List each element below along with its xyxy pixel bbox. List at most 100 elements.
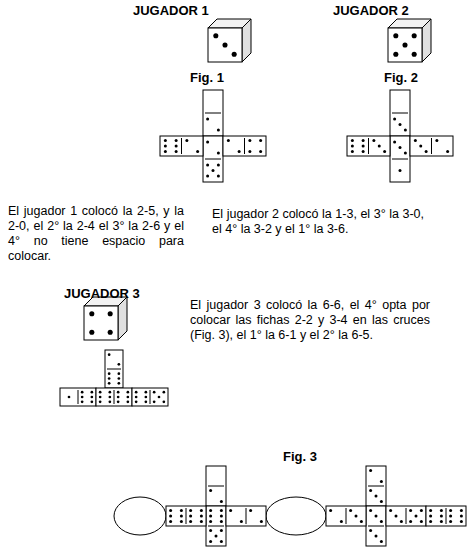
pip (329, 509, 332, 512)
domino-tile (223, 136, 266, 156)
domino-divider (368, 138, 369, 154)
pip (118, 363, 121, 366)
pip (238, 150, 241, 153)
pip (108, 330, 113, 335)
pip (180, 509, 183, 512)
pip (91, 401, 94, 404)
die (208, 19, 251, 62)
pip (189, 515, 192, 518)
domino-divider (114, 390, 115, 404)
domino-body (390, 90, 410, 136)
pip (446, 150, 449, 153)
pip (99, 391, 102, 394)
domino-divider (78, 390, 79, 404)
pip (369, 489, 372, 492)
pip (440, 520, 443, 523)
pip (145, 391, 148, 394)
pip (420, 520, 423, 523)
pip (220, 520, 223, 523)
pip (429, 520, 432, 523)
pip (200, 509, 203, 512)
pip (449, 515, 452, 518)
domino-divider (244, 138, 245, 154)
domino-body (105, 350, 123, 388)
domino-body (226, 506, 266, 526)
pip (355, 515, 358, 518)
pip (220, 540, 223, 543)
pip (340, 520, 343, 523)
domino-tile (410, 136, 453, 156)
pip (127, 401, 130, 404)
domino-tile (105, 350, 123, 388)
pip (375, 535, 378, 538)
domino-divider (368, 486, 384, 487)
die-face (208, 28, 242, 62)
domino-tile (206, 466, 226, 506)
highlight-ellipse (114, 497, 166, 535)
pip (89, 311, 94, 316)
pip (89, 330, 94, 335)
pip (220, 500, 223, 503)
pip (217, 174, 220, 177)
pip (81, 391, 84, 394)
pip (409, 509, 412, 512)
pip (404, 151, 407, 154)
domino-tile (347, 136, 390, 156)
pip (248, 139, 251, 142)
domino-body (366, 466, 386, 506)
pip (399, 169, 402, 172)
pip (145, 396, 148, 399)
domino-divider (392, 159, 408, 160)
die-face (84, 306, 118, 340)
domino-tile (203, 90, 223, 136)
domino-tile (206, 506, 226, 546)
domino-body (206, 506, 226, 546)
pip (227, 139, 230, 142)
pip (440, 509, 443, 512)
pip (209, 540, 212, 543)
domino-divider (368, 526, 384, 527)
pip (399, 123, 402, 126)
domino-body (426, 506, 466, 526)
domino-body (96, 388, 132, 406)
pip (435, 139, 438, 142)
pip (259, 139, 262, 142)
pip (180, 515, 183, 518)
pip (118, 382, 121, 385)
pip (362, 139, 365, 142)
pip (163, 401, 166, 404)
pip (109, 401, 112, 404)
pip (117, 401, 120, 404)
pip (360, 520, 363, 523)
domino-tile (132, 388, 168, 406)
pip (217, 151, 220, 154)
pip (260, 520, 263, 523)
player-heading: JUGADOR 2 (333, 3, 409, 18)
pip (189, 520, 192, 523)
pip (117, 391, 120, 394)
pip (259, 150, 262, 153)
pip (440, 515, 443, 518)
pip (200, 520, 203, 523)
figure-label: Fig. 1 (190, 70, 224, 85)
domino-divider (205, 113, 221, 114)
domino-body (206, 466, 226, 506)
domino-body (410, 136, 453, 156)
pip (99, 396, 102, 399)
pip (209, 529, 212, 532)
pip (209, 520, 212, 523)
player-heading: JUGADOR 3 (64, 286, 140, 301)
domino-body (347, 136, 390, 156)
pip (412, 33, 417, 38)
pip (163, 391, 166, 394)
pip (351, 150, 354, 153)
domino-divider (346, 508, 347, 524)
domino-divider (205, 159, 221, 160)
domino-divider (181, 138, 182, 154)
domino-tile (426, 506, 466, 526)
pip (220, 509, 223, 512)
pip (164, 150, 167, 153)
pip (209, 515, 212, 518)
pip (91, 396, 94, 399)
